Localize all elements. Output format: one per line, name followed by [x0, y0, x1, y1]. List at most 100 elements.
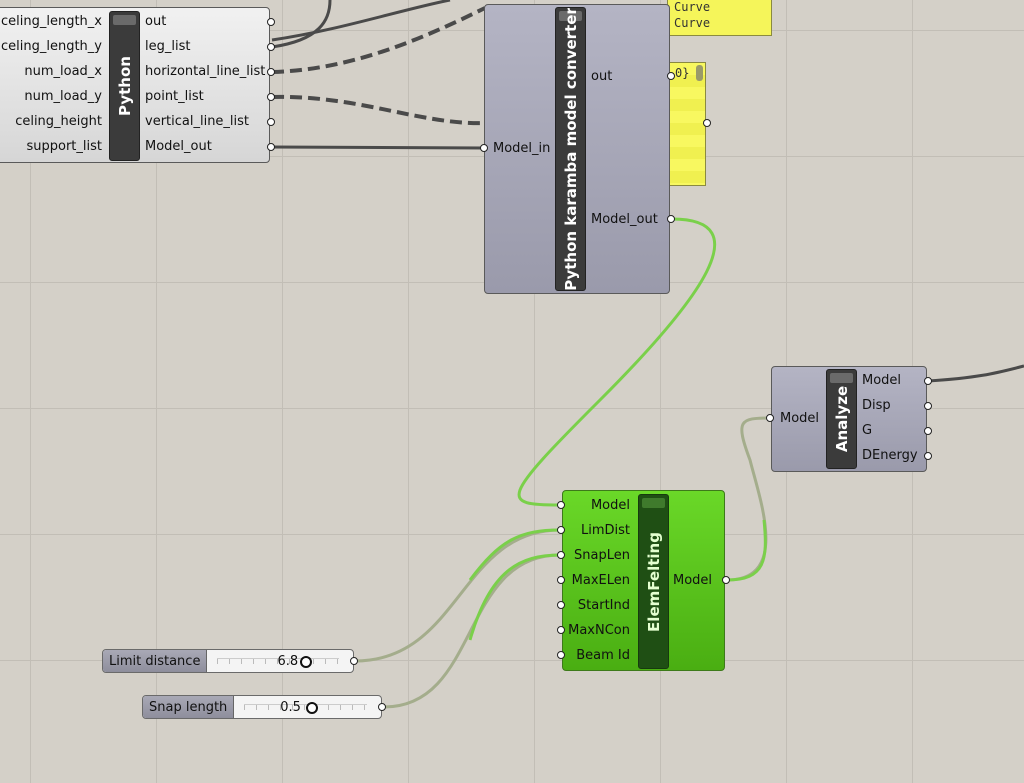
python-input-5[interactable]: support_list [26, 139, 102, 154]
python-title-bar[interactable]: Python [109, 11, 140, 161]
analyze-output-3[interactable]: DEnergy [862, 448, 918, 463]
python-input-4[interactable]: celing_height [15, 114, 102, 129]
analyze-out-pin-3[interactable] [924, 452, 932, 460]
python-output-0[interactable]: out [145, 14, 167, 29]
python-input-2[interactable]: num_load_x [24, 64, 102, 79]
karamba-out-pin-0[interactable] [667, 72, 675, 80]
analyze-output-0[interactable]: Model [862, 373, 902, 388]
panel-curve-list[interactable]: Curve Curve [667, 0, 772, 36]
elemfelting-input-1[interactable]: LimDist [580, 523, 630, 538]
elemfelting-in-pin-4[interactable] [557, 601, 565, 609]
elemfelting-input-0[interactable]: Model [590, 498, 630, 513]
snap-length-label: Snap length [143, 696, 235, 718]
elemfelting-title-bar[interactable]: ElemFelting [638, 494, 669, 669]
analyze-output-1[interactable]: Disp [862, 398, 891, 413]
wire-analyze-model-out [927, 364, 1024, 383]
panel-output[interactable]: 0} [668, 62, 706, 186]
python-out-pin-0[interactable] [267, 18, 275, 26]
elemfelting-input-6[interactable]: Beam Id [576, 648, 630, 663]
python-out-pin-4[interactable] [267, 118, 275, 126]
snap-length-slider[interactable]: Snap length 0.5 [142, 695, 382, 719]
elemfelting-in-pin-5[interactable] [557, 626, 565, 634]
elemfelting-input-3[interactable]: MaxELen [571, 573, 630, 588]
wire-limdist-green [468, 528, 561, 581]
python-output-5[interactable]: Model_out [145, 139, 212, 154]
limit-distance-track[interactable]: 6.8 [207, 650, 353, 672]
elemfelting-output-0[interactable]: Model [673, 573, 713, 588]
panel-output-pin[interactable] [703, 119, 711, 127]
panel-output-text: 0} [675, 66, 690, 80]
elemfelting-in-pin-6[interactable] [557, 651, 565, 659]
elemfelting-input-2[interactable]: SnapLen [574, 548, 630, 563]
analyze-input-0[interactable]: Model [780, 411, 820, 426]
wire-elemfelting-to-analyze [726, 416, 771, 582]
karamba-title-bar[interactable]: Python karamba model converter [555, 7, 586, 291]
wire-point-list [271, 94, 486, 126]
limit-distance-slider[interactable]: Limit distance 6.8 [102, 649, 354, 673]
analyze-out-pin-2[interactable] [924, 427, 932, 435]
python-out-pin-1[interactable] [267, 43, 275, 51]
wire-python-out-up [271, 0, 332, 49]
panel-line-1: Curve [674, 0, 711, 14]
elemfelting-title: ElemFelting [644, 531, 663, 632]
elemfelting-input-4[interactable]: StartInd [577, 598, 630, 613]
wire-model-out-to-model-in [271, 145, 485, 150]
karamba-output-0[interactable]: out [591, 69, 613, 84]
limit-distance-ticks [217, 658, 339, 664]
elemfelting-grip [642, 498, 665, 508]
elemfelting-in-pin-3[interactable] [557, 576, 565, 584]
snap-length-knob[interactable] [306, 702, 319, 714]
karamba-converter-component[interactable]: Model_in Python karamba model converter … [484, 4, 670, 294]
python-out-pin-5[interactable] [267, 143, 275, 151]
python-title: Python [115, 56, 134, 116]
limit-distance-value: 6.8 [277, 654, 299, 669]
python-out-pin-2[interactable] [267, 68, 275, 76]
elemfelting-in-pin-0[interactable] [557, 501, 565, 509]
analyze-grip [830, 373, 853, 383]
python-output-2[interactable]: horizontal_line_list [145, 64, 266, 79]
analyze-in-pin-0[interactable] [766, 414, 774, 422]
python-input-1[interactable]: celing_length_y [1, 39, 102, 54]
karamba-input-0[interactable]: Model_in [493, 141, 551, 156]
elemfelting-input-5[interactable]: MaxNCon [568, 623, 630, 638]
panel-scrollbar[interactable] [696, 65, 703, 81]
karamba-grip [559, 11, 582, 21]
snap-length-ticks [244, 704, 367, 710]
wire-snaplen [383, 553, 561, 709]
wire-limdist [354, 528, 561, 663]
limit-distance-out-pin[interactable] [350, 657, 358, 665]
limit-distance-knob[interactable] [300, 656, 313, 668]
panel-line-2: Curve [674, 16, 711, 30]
karamba-output-1[interactable]: Model_out [591, 212, 658, 227]
python-grip [113, 15, 136, 25]
python-component[interactable]: celing_length_x celing_length_y num_load… [0, 7, 270, 163]
python-out-pin-3[interactable] [267, 93, 275, 101]
analyze-out-pin-0[interactable] [924, 377, 932, 385]
karamba-in-pin-0[interactable] [480, 144, 488, 152]
analyze-title: Analyze [832, 385, 851, 453]
python-input-3[interactable]: num_load_y [24, 89, 102, 104]
wire-horizontal-line-list [271, 6, 486, 74]
wire-snaplen-green [468, 553, 561, 641]
wire-elemfelting-to-analyze-green [726, 519, 767, 582]
snap-length-track[interactable]: 0.5 [234, 696, 381, 718]
snap-length-value: 0.5 [280, 700, 301, 715]
python-output-3[interactable]: point_list [145, 89, 204, 104]
karamba-out-pin-1[interactable] [667, 215, 675, 223]
elemfelting-component[interactable]: Model LimDist SnapLen MaxELen StartInd M… [562, 490, 725, 671]
elemfelting-in-pin-1[interactable] [557, 526, 565, 534]
elemfelting-in-pin-2[interactable] [557, 551, 565, 559]
python-input-0[interactable]: celing_length_x [1, 14, 102, 29]
python-output-1[interactable]: leg_list [145, 39, 191, 54]
elemfelting-out-pin-0[interactable] [722, 576, 730, 584]
analyze-title-bar[interactable]: Analyze [826, 369, 857, 469]
karamba-title: Python karamba model converter [561, 7, 580, 291]
analyze-out-pin-1[interactable] [924, 402, 932, 410]
analyze-output-2[interactable]: G [862, 423, 873, 438]
wire-karamba-to-elemfelting [517, 217, 716, 507]
snap-length-out-pin[interactable] [378, 703, 386, 711]
python-output-4[interactable]: vertical_line_list [145, 114, 250, 129]
analyze-component[interactable]: Model Analyze Model Disp G DEnergy [771, 366, 927, 472]
wire-leg-list-up [271, 0, 451, 42]
